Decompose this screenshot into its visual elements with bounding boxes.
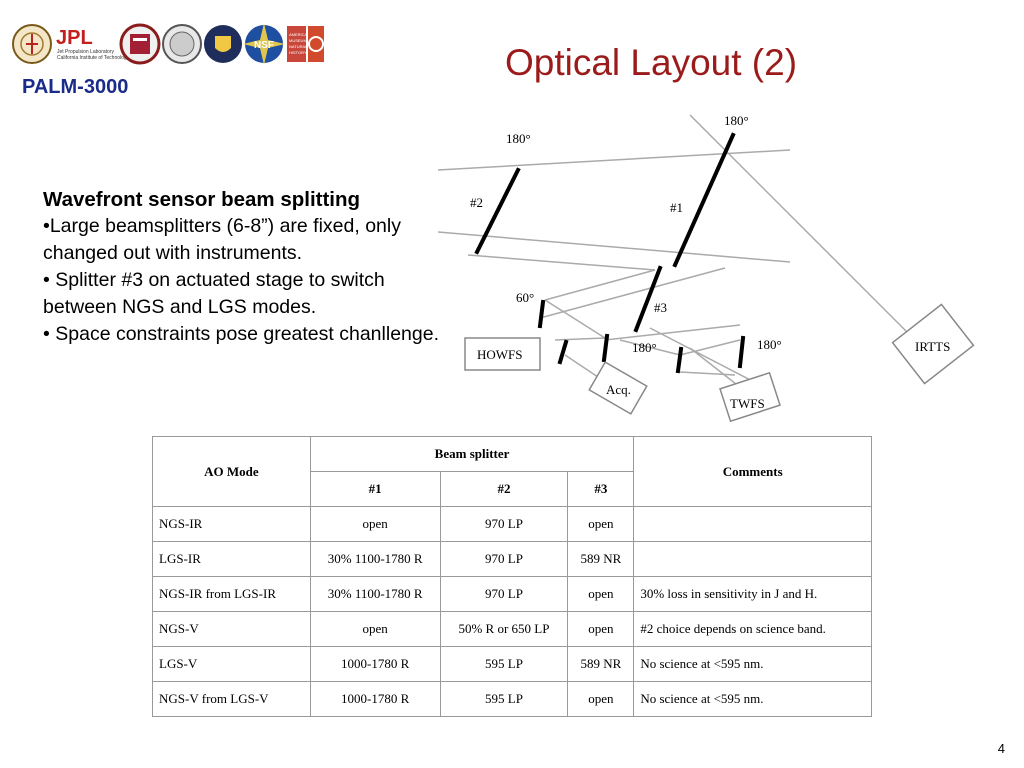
howfs-box xyxy=(464,337,541,371)
cell-s2: 595 LP xyxy=(439,646,569,682)
splitter-label: #1 xyxy=(670,200,683,215)
cell-s1: 1000-1780 R xyxy=(309,646,441,682)
cell-mode: LGS-IR xyxy=(152,541,311,577)
cell-comments: #2 choice depends on science band. xyxy=(633,611,872,647)
splitter-3-mirror xyxy=(633,265,663,333)
header-s1: #1 xyxy=(309,471,441,507)
cell-mode: NGS-V xyxy=(152,611,311,647)
header-s3: #3 xyxy=(567,471,635,507)
table-row: NGS-V open 50% R or 650 LP open #2 choic… xyxy=(152,611,872,647)
seal-icon xyxy=(162,24,202,64)
twfs-box xyxy=(719,371,781,423)
bullet-item: • Space constraints pose greatest chanll… xyxy=(43,323,439,345)
cell-s2: 50% R or 650 LP xyxy=(439,611,569,647)
header-beam-splitter: Beam splitter xyxy=(309,436,635,472)
cell-s2: 970 LP xyxy=(439,506,569,542)
angle-label: 60° xyxy=(516,290,534,305)
bullet-text: Wavefront sensor beam splitting •Large b… xyxy=(43,186,463,348)
table-row: NGS-IR open 970 LP open xyxy=(152,506,872,542)
cell-mode: NGS-IR xyxy=(152,506,311,542)
emblem-icon xyxy=(308,26,324,62)
svg-text:AMERICAN: AMERICAN xyxy=(289,32,310,37)
cell-comments: 30% loss in sensitivity in J and H. xyxy=(633,576,872,612)
bullet-item: •Large beamsplitters (6-8”) are fixed, o… xyxy=(43,215,401,264)
page-number: 4 xyxy=(997,741,1005,756)
brand-label: PALM-3000 xyxy=(22,76,129,98)
cell-s3: open xyxy=(567,576,635,612)
cell-s2: 595 LP xyxy=(439,681,569,717)
irtts-label: IRTTS xyxy=(915,339,950,354)
cell-comments: No science at <595 nm. xyxy=(633,646,872,682)
cell-s3: open xyxy=(567,681,635,717)
acq-label: Acq. xyxy=(606,382,631,397)
cell-s3: open xyxy=(567,506,635,542)
header-s2: #2 xyxy=(439,471,569,507)
cell-comments xyxy=(633,506,872,542)
cell-mode: NGS-IR from LGS-IR xyxy=(152,576,311,612)
header-comments: Comments xyxy=(633,436,872,507)
amnh-logo: AMERICAN MUSEUM NATURAL HISTORY xyxy=(287,26,310,62)
splitter-label: #3 xyxy=(654,300,667,315)
svg-text:Jet Propulsion Laboratory: Jet Propulsion Laboratory xyxy=(57,49,114,55)
section-heading: Wavefront sensor beam splitting xyxy=(43,188,361,211)
splitter-label: #2 xyxy=(470,195,483,210)
table-row: LGS-IR 30% 1100-1780 R 970 LP 589 NR xyxy=(152,541,872,577)
cell-s1: 30% 1100-1780 R xyxy=(309,576,441,612)
svg-text:MUSEUM: MUSEUM xyxy=(289,38,307,43)
cell-mode: NGS-V from LGS-V xyxy=(152,681,311,717)
cell-comments: No science at <595 nm. xyxy=(633,681,872,717)
table-row: LGS-V 1000-1780 R 595 LP 589 NR No scien… xyxy=(152,646,872,682)
jpl-logo: JPL Jet Propulsion Laboratory California… xyxy=(56,27,130,61)
university-crest-icon xyxy=(119,23,161,65)
cell-s3: open xyxy=(567,611,635,647)
caltech-seal-icon xyxy=(12,24,52,64)
splitter-1-mirror xyxy=(672,132,736,268)
svg-text:HISTORY: HISTORY xyxy=(289,50,307,55)
cell-s1: 1000-1780 R xyxy=(309,681,441,717)
howfs-label: HOWFS xyxy=(477,347,523,362)
angle-label: 180° xyxy=(632,340,657,355)
svg-text:NSF: NSF xyxy=(254,40,274,51)
angle-label: 180° xyxy=(506,131,531,146)
optical-layout-diagram: 180° 180° #2 #1 60° #3 180° 180° HOWFS A… xyxy=(438,113,975,423)
twfs-label: TWFS xyxy=(730,396,765,411)
cell-s1: open xyxy=(309,611,441,647)
cell-mode: LGS-V xyxy=(152,646,311,682)
irtts-box xyxy=(891,303,975,385)
cell-s1: open xyxy=(309,506,441,542)
cell-comments xyxy=(633,541,872,577)
table-row: NGS-IR from LGS-IR 30% 1100-1780 R 970 L… xyxy=(152,576,872,612)
splitter-2-mirror xyxy=(474,167,521,255)
crest-icon xyxy=(204,25,242,63)
acq-box xyxy=(588,361,648,415)
cell-s3: 589 NR xyxy=(567,541,635,577)
cell-s2: 970 LP xyxy=(439,576,569,612)
svg-text:NATURAL: NATURAL xyxy=(289,44,308,49)
header-ao-mode: AO Mode xyxy=(152,436,311,507)
svg-text:JPL: JPL xyxy=(56,27,93,49)
beam-splitter-table: AO Mode Beam splitter Comments #1 #2 #3 … xyxy=(152,436,872,717)
table-row: NGS-V from LGS-V 1000-1780 R 595 LP open… xyxy=(152,681,872,717)
page-title: Optical Layout (2) xyxy=(505,42,798,83)
svg-text:California Institute of Techno: California Institute of Technology xyxy=(57,55,130,61)
nsf-logo: NSF xyxy=(243,23,285,65)
cell-s3: 589 NR xyxy=(567,646,635,682)
bullet-item: • Splitter #3 on actuated stage to switc… xyxy=(43,269,385,318)
cell-s1: 30% 1100-1780 R xyxy=(309,541,441,577)
cell-s2: 970 LP xyxy=(439,541,569,577)
angle-label: 180° xyxy=(724,113,749,128)
angle-label: 180° xyxy=(757,337,782,352)
institution-logos: JPL Jet Propulsion Laboratory California… xyxy=(12,23,324,65)
